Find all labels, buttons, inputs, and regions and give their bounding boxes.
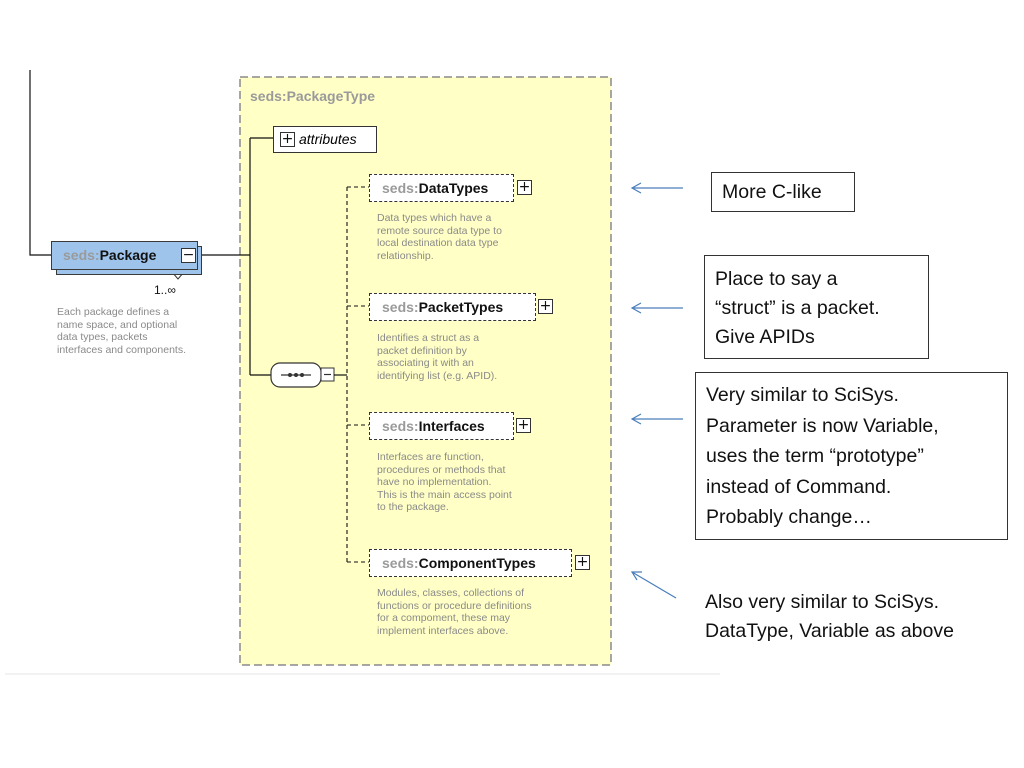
minus-box-icon[interactable]: − <box>181 247 196 263</box>
attributes-box[interactable]: + attributes <box>273 126 377 153</box>
plus-box-icon[interactable]: + <box>538 298 553 314</box>
plus-box-icon[interactable]: + <box>516 417 531 433</box>
element-componenttypes-name: ComponentTypes <box>418 555 536 571</box>
element-interfaces[interactable]: seds:Interfaces <box>369 412 514 440</box>
element-datatypes[interactable]: seds:DataTypes <box>369 174 514 202</box>
attributes-label: attributes <box>299 131 357 147</box>
componenttypes-description: Modules, classes, collections of functio… <box>377 587 532 637</box>
package-multiplicity: 1..∞ <box>154 283 176 297</box>
package-element[interactable]: seds:Package <box>51 241 198 270</box>
note-c-like: More C-like <box>711 172 855 212</box>
element-interfaces-name: Interfaces <box>418 418 485 434</box>
note-scisys: Very similar to SciSys. Parameter is now… <box>695 372 1008 540</box>
plus-box-icon[interactable]: + <box>517 179 532 195</box>
datatypes-description: Data types which have a remote source da… <box>377 212 502 262</box>
arrow-componenttypes <box>630 571 677 599</box>
packettypes-description: Identifies a struct as a packet definiti… <box>377 332 498 382</box>
element-datatypes-name: DataTypes <box>418 180 489 196</box>
plus-box-icon[interactable]: + <box>575 554 590 570</box>
package-prefix: seds: <box>63 247 100 263</box>
arrow-datatypes <box>630 182 683 194</box>
element-componenttypes[interactable]: seds:ComponentTypes <box>369 549 572 577</box>
plus-box-icon[interactable]: + <box>280 131 295 147</box>
note-struct-packet: Place to say a “struct” is a packet. Giv… <box>704 255 929 359</box>
note-also-scisys: Also very similar to SciSys. DataType, V… <box>705 591 954 642</box>
package-type-title: seds:PackageType <box>250 88 376 104</box>
package-name: Package <box>99 247 157 263</box>
interfaces-description: Interfaces are function, procedures or m… <box>377 451 512 513</box>
arrow-packettypes <box>630 302 683 314</box>
element-packettypes[interactable]: seds:PacketTypes <box>369 293 536 321</box>
arrow-interfaces <box>630 413 683 425</box>
element-packettypes-name: PacketTypes <box>418 299 504 315</box>
package-description: Each package defines a name space, and o… <box>57 306 186 356</box>
parent-connector <box>29 70 52 256</box>
